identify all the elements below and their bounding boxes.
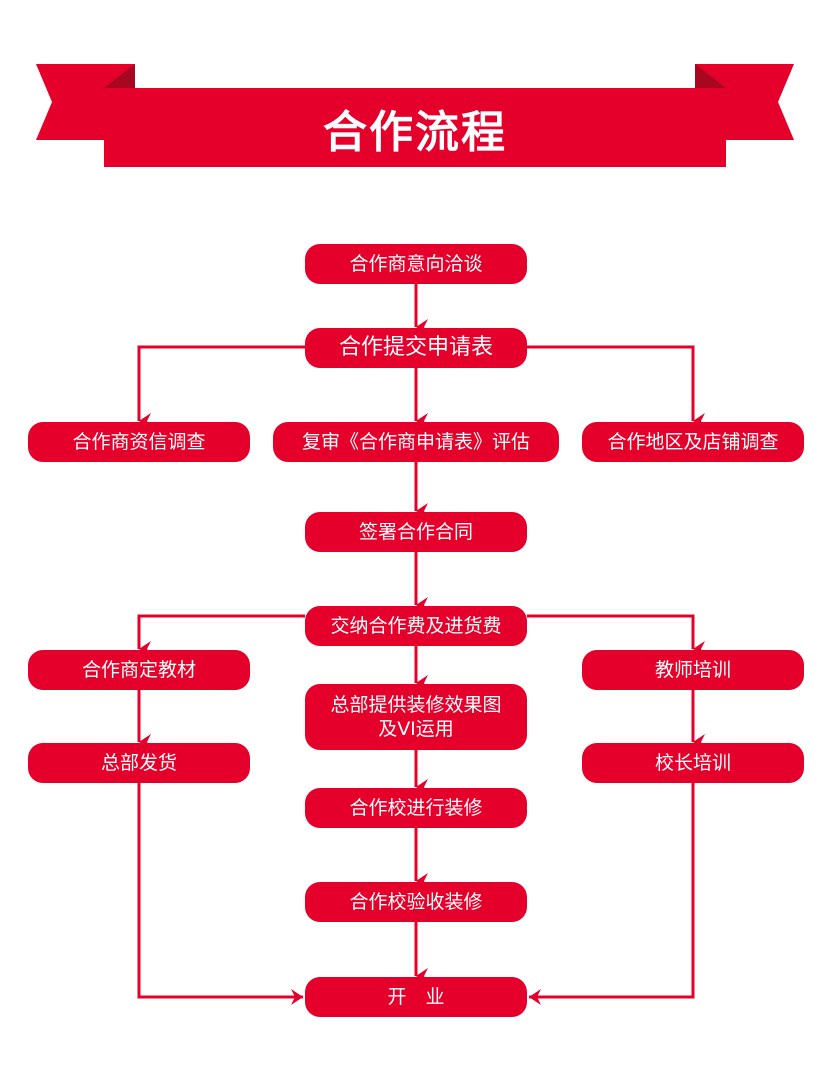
connectors [137,284,705,1005]
arrow-s7-s8 [137,614,305,657]
step-credit-check: 合作商资信调查 [28,422,250,462]
step-renovation-design: 总部提供装修效果图 及VI运用 [305,684,527,750]
title-banner [36,64,794,167]
arrow-s7-s11 [527,614,705,657]
step-renovation-design-line2: 及VI运用 [378,718,454,740]
step-principal-training: 校长培训 [582,743,804,783]
step-pay-fees: 交纳合作费及进货费 [305,606,527,646]
arrow-s2-s5 [527,345,705,429]
step-opening: 开 业 [305,977,527,1017]
step-teacher-training: 教师培训 [582,650,804,690]
step-application-review: 复审《合作商申请表》评估 [273,422,559,462]
step-sign-contract: 签署合作合同 [305,512,527,552]
step-renovation: 合作校进行装修 [305,788,527,828]
step-renovation-acceptance: 合作校验收装修 [305,882,527,922]
banner-main [104,88,726,167]
arrow-s12-s15 [529,783,695,1005]
banner-right-fold [695,64,726,88]
banner-left-fold [104,64,135,88]
step-hq-shipping: 总部发货 [28,743,250,783]
step-submit-application: 合作提交申请表 [305,328,527,368]
step-region-survey: 合作地区及店铺调查 [582,422,804,462]
step-intent-negotiation: 合作商意向洽谈 [305,244,527,284]
arrow-s2-s3 [137,345,305,429]
step-select-textbooks: 合作商定教材 [28,650,250,690]
page-title: 合作流程 [323,106,507,158]
step-renovation-design-line1: 总部提供装修效果图 [330,694,502,716]
arrow-s9-s15 [137,783,303,1005]
